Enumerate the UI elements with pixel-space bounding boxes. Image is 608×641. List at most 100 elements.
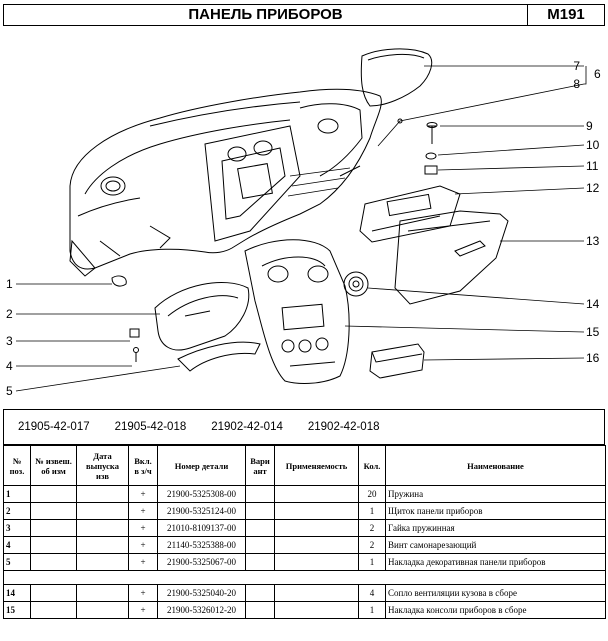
left-vent bbox=[100, 176, 126, 196]
cell-notice bbox=[30, 553, 77, 571]
cell-name: Накладка декоративная панели приборов bbox=[385, 553, 606, 571]
callout-9: 9 bbox=[586, 119, 593, 133]
screw-part-9 bbox=[428, 125, 436, 144]
cell-part: 21010-8109137-00 bbox=[157, 519, 246, 537]
callout-14: 14 bbox=[586, 297, 600, 311]
clip-part-11 bbox=[424, 165, 438, 175]
cell-incl: + bbox=[128, 553, 158, 571]
cell-variant bbox=[245, 502, 275, 520]
col-header-incl: Вкл. в з/ч bbox=[128, 445, 158, 486]
cell-notice bbox=[30, 601, 77, 619]
cell-applic bbox=[274, 502, 359, 520]
cell-incl: + bbox=[128, 601, 158, 619]
callout-16: 16 bbox=[586, 351, 600, 365]
table-row[interactable]: 1 + 21900-5325308-00 20 Пружина bbox=[3, 485, 606, 503]
table-row[interactable]: 4 + 21140-5325388-00 2 Винт самонарезающ… bbox=[3, 536, 606, 554]
cell-applic bbox=[274, 485, 359, 503]
cell-incl: + bbox=[128, 502, 158, 520]
table-row[interactable]: 5 + 21900-5325067-00 1 Накладка декорати… bbox=[3, 553, 606, 571]
nut-part-3 bbox=[129, 328, 140, 338]
cell-date bbox=[76, 536, 129, 554]
callout-15: 15 bbox=[586, 325, 600, 339]
cell-date bbox=[76, 584, 129, 602]
cell-part: 21140-5325388-00 bbox=[157, 536, 246, 554]
model-code: 21902-42-014 bbox=[211, 421, 283, 433]
model-code: 21905-42-018 bbox=[114, 421, 187, 433]
callout-3: 3 bbox=[6, 334, 13, 348]
table-row[interactable]: 3 + 21010-8109137-00 2 Гайка пружинная bbox=[3, 519, 606, 537]
table-row[interactable]: 14 + 21900-5325040-20 4 Сопло вентиляции… bbox=[3, 584, 606, 602]
cell-notice bbox=[30, 485, 77, 503]
cell-name: Щиток панели приборов bbox=[385, 502, 606, 520]
section-code: M191 bbox=[547, 6, 585, 23]
vent-nozzle bbox=[343, 271, 369, 297]
col-header-date: Дата выпуска изв bbox=[76, 445, 129, 486]
cell-pos: 14 bbox=[3, 584, 31, 602]
model-list: 21905-42-017 21905-42-018 21902-42-014 2… bbox=[3, 409, 605, 445]
cell-applic bbox=[274, 519, 359, 537]
cell-name: Сопло вентиляции кузова в сборе bbox=[385, 584, 606, 602]
cell-variant bbox=[245, 584, 275, 602]
col-header-name: Наименование bbox=[385, 445, 606, 486]
table-gap-row bbox=[3, 570, 606, 585]
cell-part: 21900-5325308-00 bbox=[157, 485, 246, 503]
callout-1: 1 bbox=[6, 277, 13, 291]
col-header-applic: Применяемость bbox=[274, 445, 359, 486]
cell-date bbox=[76, 553, 129, 571]
cell-applic bbox=[274, 553, 359, 571]
cell-part: 21900-5325067-00 bbox=[157, 553, 246, 571]
table-row[interactable]: 2 + 21900-5325124-00 1 Щиток панели приб… bbox=[3, 502, 606, 520]
decorative-trim bbox=[177, 341, 261, 372]
cell-applic bbox=[274, 601, 359, 619]
page-title: ПАНЕЛЬ ПРИБОРОВ bbox=[4, 5, 528, 25]
cell-incl: + bbox=[128, 519, 158, 537]
cell-part: 21900-5325040-20 bbox=[157, 584, 246, 602]
cell-date bbox=[76, 502, 129, 520]
parts-table: № поз. № извеш. об изм Дата выпуска изв … bbox=[3, 445, 606, 619]
cell-applic bbox=[274, 536, 359, 554]
instrument-hood bbox=[360, 48, 433, 107]
col-header-pos: № поз. bbox=[3, 445, 31, 486]
callout-12: 12 bbox=[586, 181, 600, 195]
cell-date bbox=[76, 601, 129, 619]
callout-11: 11 bbox=[586, 159, 599, 173]
cell-variant bbox=[245, 536, 275, 554]
cell-pos: 15 bbox=[3, 601, 31, 619]
instrument-cluster-shield bbox=[154, 282, 250, 351]
cell-notice bbox=[30, 519, 77, 537]
storage-box bbox=[369, 343, 425, 379]
cell-name: Винт самонарезающий bbox=[385, 536, 606, 554]
cell-pos: 4 bbox=[3, 536, 31, 554]
callout-5: 5 bbox=[6, 384, 13, 398]
cell-qty: 20 bbox=[358, 485, 386, 503]
cell-qty: 1 bbox=[358, 553, 386, 571]
col-header-part: Номер детали bbox=[157, 445, 246, 486]
table-row[interactable]: 15 + 21900-5326012-20 1 Накладка консоли… bbox=[3, 601, 606, 619]
cell-part: 21900-5325124-00 bbox=[157, 502, 246, 520]
page-header: ПАНЕЛЬ ПРИБОРОВ M191 bbox=[3, 4, 605, 26]
cell-qty: 2 bbox=[358, 519, 386, 537]
exploded-view-drawing: 1 2 3 4 5 6 7 8 9 10 11 12 13 14 15 16 bbox=[6, 48, 601, 398]
cell-incl: + bbox=[128, 485, 158, 503]
cell-variant bbox=[245, 553, 275, 571]
cell-date bbox=[76, 519, 129, 537]
cell-notice bbox=[30, 536, 77, 554]
glovebox-lid bbox=[394, 210, 509, 305]
cell-qty: 4 bbox=[358, 584, 386, 602]
cell-applic bbox=[274, 584, 359, 602]
col-header-variant: Вари ант bbox=[245, 445, 275, 486]
cell-pos: 5 bbox=[3, 553, 31, 571]
dashboard-body bbox=[69, 88, 382, 270]
cell-incl: + bbox=[128, 536, 158, 554]
callout-13: 13 bbox=[586, 234, 600, 248]
model-code: 21902-42-018 bbox=[307, 421, 380, 433]
cell-notice bbox=[30, 502, 77, 520]
console-trim bbox=[244, 239, 350, 384]
cell-pos: 1 bbox=[3, 485, 31, 503]
cell-part: 21900-5326012-20 bbox=[157, 601, 246, 619]
cell-name: Пружина bbox=[385, 485, 606, 503]
callout-6: 6 bbox=[594, 67, 601, 81]
callout-10: 10 bbox=[586, 138, 600, 152]
callout-7: 7 bbox=[573, 59, 580, 73]
